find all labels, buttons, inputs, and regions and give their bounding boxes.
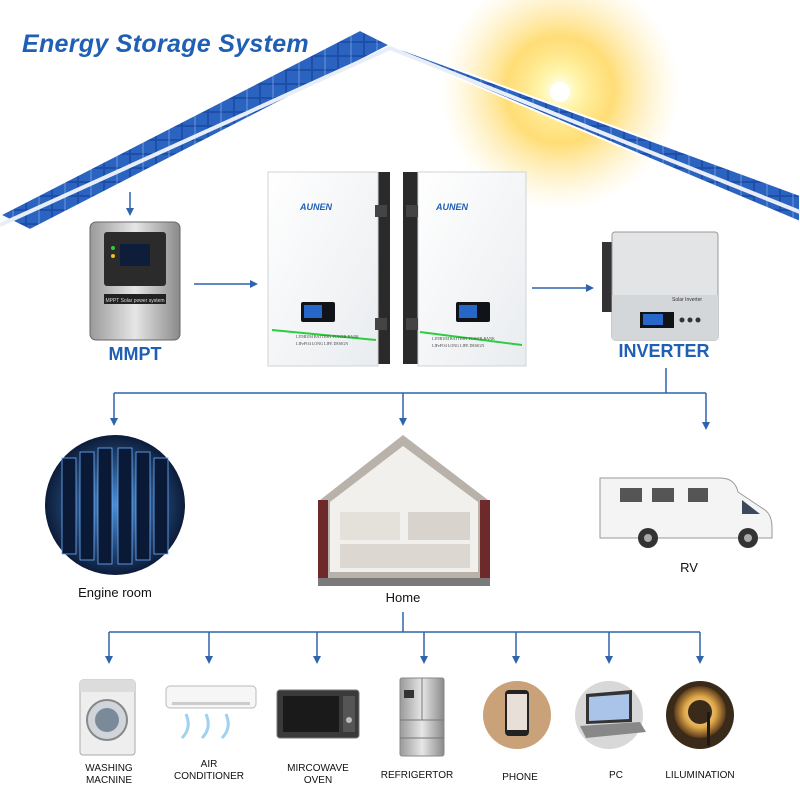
battery-text-right-2: LIFePO4 LONG LIFE DESIGN bbox=[432, 343, 484, 348]
inverter-panel-text: Solar Inverter bbox=[672, 297, 702, 303]
battery-text-right-1: LITHIUM BATTERY POWER BANK bbox=[432, 336, 495, 341]
appliance-pc-label: PC bbox=[609, 770, 623, 781]
battery-brand-right: AUNEN bbox=[435, 202, 469, 212]
appliance-ac-line1: AIR bbox=[201, 759, 218, 770]
flow-arrows-bottom bbox=[109, 612, 700, 662]
appliance-washing-line2: MACNINE bbox=[86, 775, 132, 786]
appliance-phone-label: PHONE bbox=[502, 772, 538, 783]
sun-core bbox=[550, 82, 570, 102]
home-image bbox=[318, 435, 490, 586]
appliance-microwave-line1: MIRCOWAVE bbox=[287, 763, 349, 774]
engine-room-label: Engine room bbox=[78, 585, 152, 600]
pc-icon bbox=[575, 681, 646, 749]
appliance-microwave-line2: OVEN bbox=[304, 775, 332, 786]
appliance-refrigerator-label: REFRIGERTOR bbox=[381, 770, 453, 781]
battery-text-left-1: LITHIUM BATTERY POWER BANK bbox=[296, 334, 359, 339]
home-label: Home bbox=[386, 590, 421, 605]
refrigerator-icon bbox=[400, 678, 444, 756]
phone-icon bbox=[483, 681, 551, 749]
battery-right: AUNEN LITHIUM BATTERY POWER BANK LIFePO4… bbox=[403, 172, 526, 366]
appliance-ac-line2: CONDITIONER bbox=[174, 771, 244, 782]
rv-label: RV bbox=[680, 560, 698, 575]
washing-machine-icon bbox=[80, 680, 135, 755]
mppt-label: MMPT bbox=[109, 344, 162, 364]
rv-image bbox=[600, 478, 772, 548]
inverter-device: Solar Inverter bbox=[602, 232, 718, 340]
lamp-icon bbox=[666, 681, 734, 749]
mppt-device: MPPT Solar power system bbox=[90, 222, 180, 340]
battery-left: AUNEN LITHIUM BATTERY POWER BANK LIFePO4… bbox=[268, 172, 390, 366]
appliance-lamp-label: LILUMINATION bbox=[665, 770, 734, 781]
inverter-label: INVERTER bbox=[618, 341, 709, 361]
page-title: Energy Storage System bbox=[22, 30, 309, 59]
mppt-panel-text: MPPT Solar power system bbox=[105, 298, 164, 304]
engine-room-image bbox=[45, 435, 185, 575]
solar-roof bbox=[0, 30, 800, 250]
battery-brand-left: AUNEN bbox=[299, 202, 333, 212]
air-conditioner-icon bbox=[166, 686, 256, 738]
appliance-washing-line1: WASHING bbox=[85, 763, 133, 774]
battery-text-left-2: LIFePO4 LONG LIFE DESIGN bbox=[296, 341, 348, 346]
microwave-oven-icon bbox=[277, 690, 359, 738]
